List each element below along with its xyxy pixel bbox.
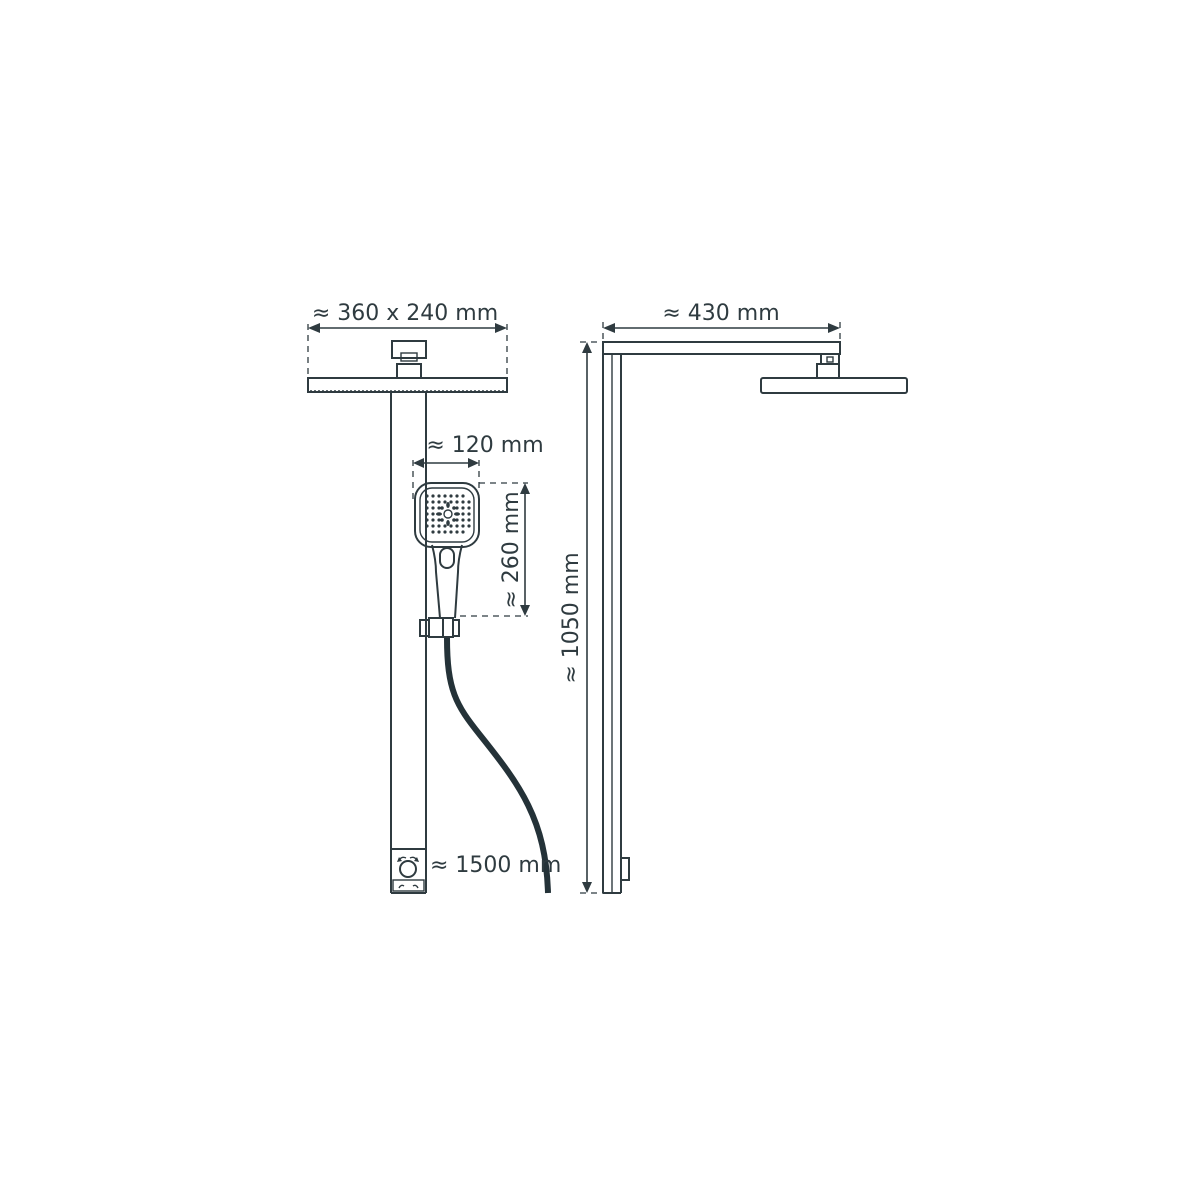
thermostat-icon bbox=[397, 856, 419, 878]
side-view: ≈ 430 mm ≈ 1050 mm bbox=[559, 301, 908, 894]
rain-shower-head bbox=[307, 340, 508, 393]
arm-length-dimension: ≈ 430 mm bbox=[602, 301, 841, 340]
riser-pipe bbox=[390, 392, 427, 893]
arm-length-label: ≈ 430 mm bbox=[662, 301, 779, 326]
hand-shower bbox=[414, 482, 480, 619]
total-height-label: ≈ 1050 mm bbox=[559, 552, 584, 683]
slider-holder bbox=[419, 617, 460, 641]
thermostat-mixer: ≈ 1500 mm bbox=[391, 848, 561, 894]
handshower-height-dimension: ≈ 260 mm bbox=[460, 482, 530, 617]
total-height-dimension: ≈ 1050 mm bbox=[559, 341, 603, 894]
shower-hose bbox=[444, 637, 551, 894]
side-column bbox=[602, 341, 841, 894]
handshower-width-label: ≈ 120 mm bbox=[426, 433, 543, 458]
head-dimension-label: ≈ 360 x 240 mm bbox=[312, 301, 498, 326]
nozzle-pattern-icon bbox=[425, 494, 471, 534]
hose-length-label: ≈ 1500 mm bbox=[430, 853, 561, 878]
front-view: ≈ 360 x 240 mm ≈ 120 mm bbox=[307, 301, 561, 894]
handshower-width-dimension: ≈ 120 mm bbox=[412, 433, 544, 500]
side-shower-head bbox=[760, 353, 908, 394]
handshower-height-label: ≈ 260 mm bbox=[499, 491, 524, 608]
head-dimension: ≈ 360 x 240 mm bbox=[307, 301, 508, 392]
